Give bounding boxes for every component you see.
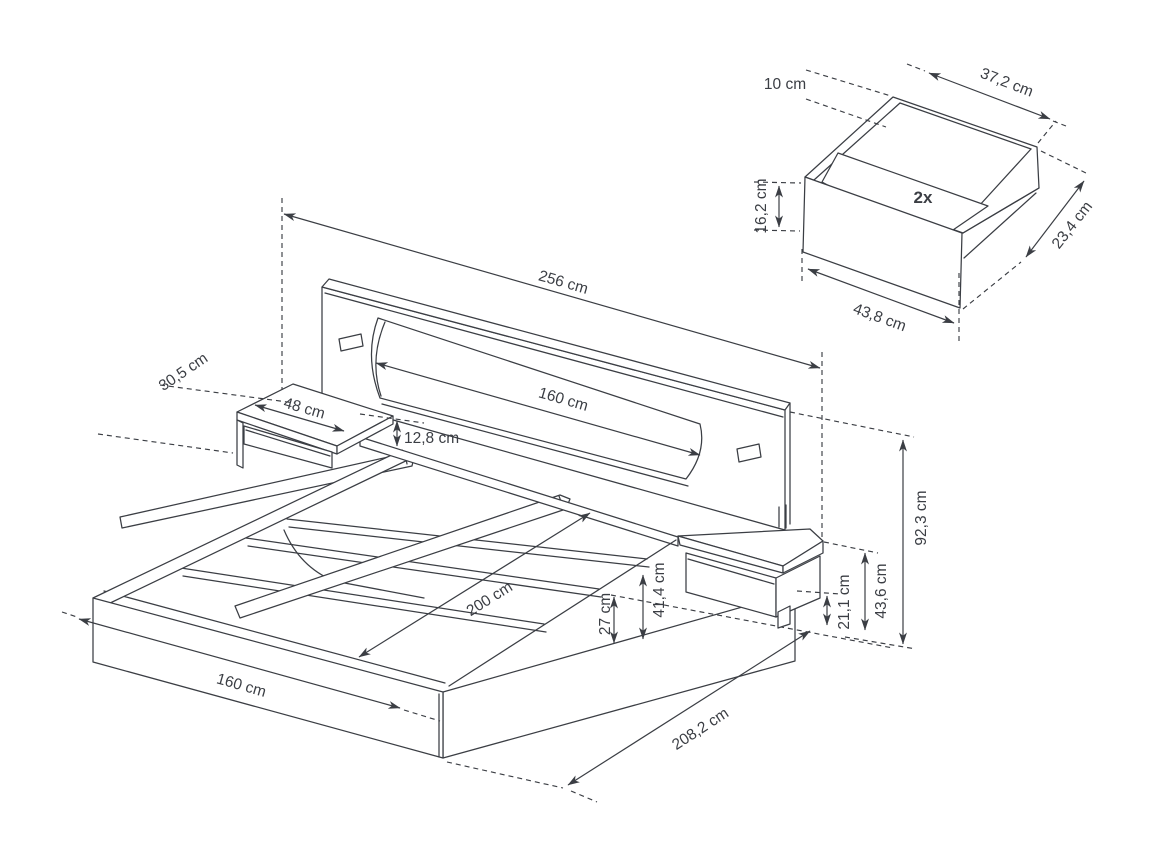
dim-headboard-width: 256 cm (536, 267, 590, 297)
dim-headboard-lower-height: 41,4 cm (651, 562, 668, 617)
headboard-ledge (359, 436, 679, 547)
dim-total-height: 92,3 cm (913, 490, 930, 545)
right-nightstand (677, 528, 824, 629)
dim-drawer-front-height: 16,2 cm (753, 178, 770, 233)
drawer-quantity: 2x (914, 188, 933, 207)
dim-drawer-inner-depth: 23,4 cm (1049, 198, 1096, 252)
dim-nightstand-depth: 30,5 cm (156, 350, 211, 395)
dim-total-length: 208,2 cm (669, 705, 732, 754)
dim-side-rail-height: 27 cm (597, 593, 614, 635)
headboard-lamp-right (736, 443, 762, 463)
dim-drawer-side-clearance: 10 cm (764, 76, 806, 93)
dim-nightstand-top-height: 43,6 cm (873, 563, 890, 618)
dim-frame-height: 21,1 cm (836, 574, 853, 629)
dim-drawer-front-width: 43,8 cm (851, 300, 909, 335)
dim-nightstand-top-thickness: 12,8 cm (404, 430, 459, 447)
